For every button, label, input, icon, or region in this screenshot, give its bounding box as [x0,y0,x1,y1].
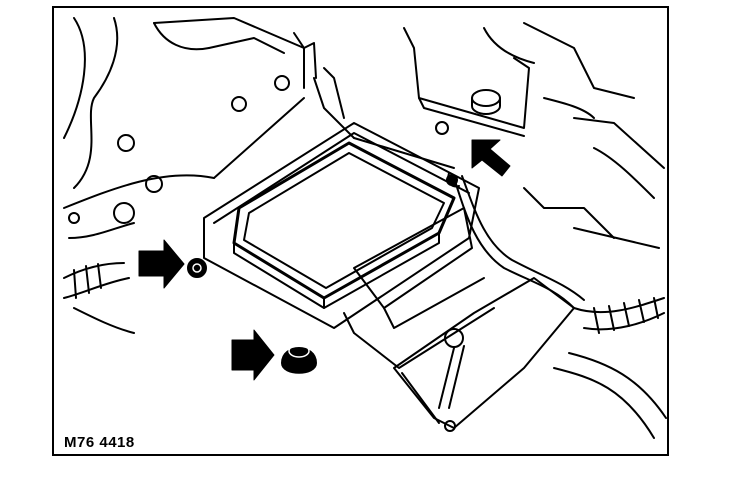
airbag-module-drawing [63,17,667,439]
arrow-bottom [231,329,275,381]
upper-bracket [153,22,665,249]
body-panel [63,17,305,239]
location-arrows [138,139,511,381]
left-harness [63,262,135,334]
arrow-left [138,239,185,289]
control-module [203,122,495,369]
figure-reference-code: M76 4418 [64,434,135,451]
fixing-nuts [187,174,458,374]
wiring-harness [447,172,667,439]
arrow-top-right [471,139,511,177]
illustration-frame: M76 4418 [52,6,669,456]
connector-bracket [393,277,575,432]
